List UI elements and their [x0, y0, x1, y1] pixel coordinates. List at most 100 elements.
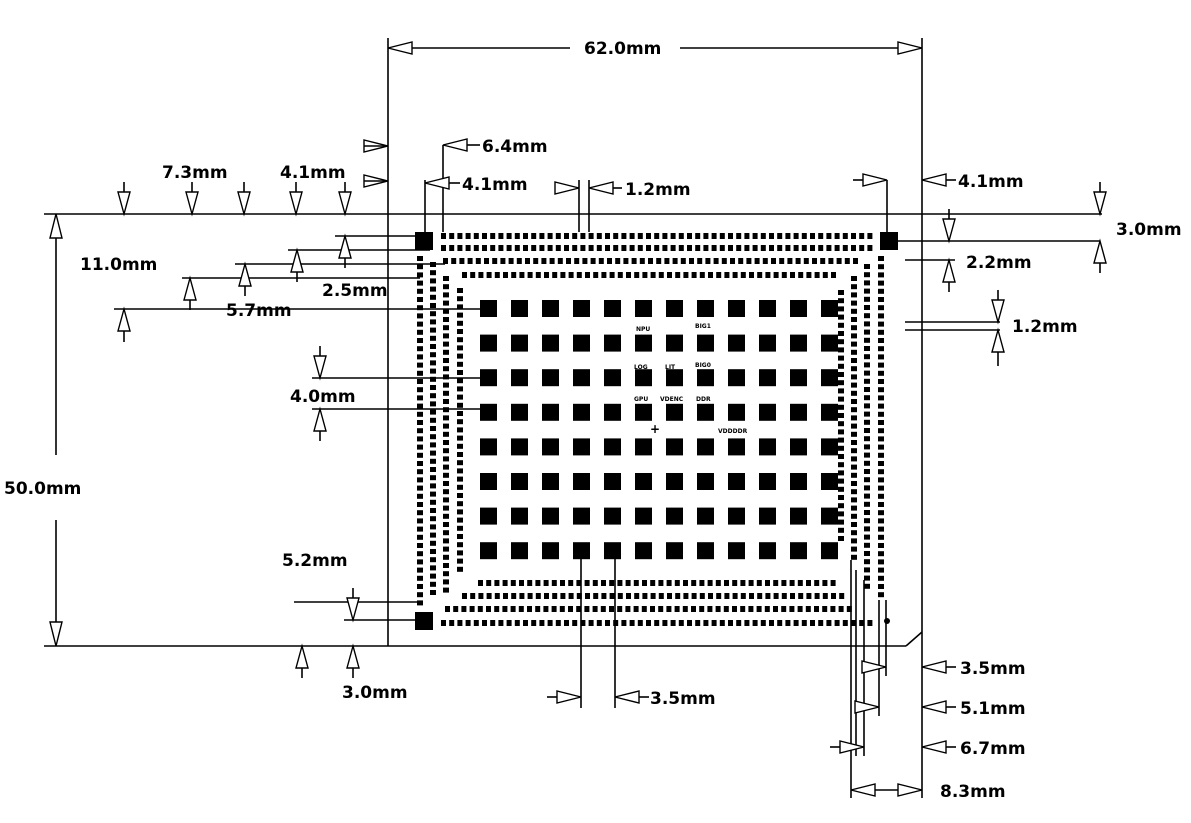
- perimeter-pad: [826, 245, 832, 251]
- inner-pad: [759, 334, 776, 352]
- pad-label-npu: NPU: [636, 326, 650, 333]
- perimeter-pad: [801, 245, 807, 251]
- perimeter-pad: [864, 510, 870, 515]
- perimeter-pad: [721, 258, 727, 264]
- perimeter-pad: [864, 305, 870, 310]
- perimeter-pad: [838, 290, 844, 295]
- perimeter-pad: [728, 620, 733, 626]
- perimeter-pad: [864, 583, 870, 589]
- inner-pad: [542, 542, 559, 560]
- perimeter-pad: [443, 456, 449, 462]
- dim-4-0: 4.0mm: [290, 387, 356, 407]
- inner-pad: [573, 542, 590, 560]
- perimeter-pad: [650, 593, 656, 599]
- perimeter-pad: [878, 346, 884, 352]
- perimeter-pad: [878, 379, 884, 384]
- perimeter-pad: [492, 258, 498, 264]
- perimeter-pad: [457, 509, 463, 515]
- perimeter-pad: [678, 245, 684, 251]
- perimeter-pad: [851, 325, 857, 331]
- perimeter-pad: [864, 444, 870, 450]
- dim-5-7: 5.7mm: [226, 301, 292, 321]
- perimeter-pad: [502, 606, 508, 612]
- perimeter-pad: [457, 378, 463, 384]
- perimeter-pad: [851, 423, 857, 429]
- perimeter-pad: [730, 258, 735, 264]
- perimeter-pad: [457, 329, 463, 334]
- perimeter-pad: [555, 620, 561, 626]
- perimeter-pad: [851, 399, 857, 404]
- dim-7-3: 7.3mm: [162, 163, 228, 183]
- perimeter-pad: [662, 245, 668, 251]
- inner-pad: [511, 438, 528, 456]
- perimeter-pad: [838, 396, 844, 402]
- perimeter-pad: [417, 526, 423, 532]
- inner-pad: [604, 300, 621, 317]
- perimeter-pad: [443, 258, 448, 264]
- perimeter-pad: [838, 314, 844, 320]
- perimeter-pad: [625, 606, 631, 612]
- perimeter-pad: [430, 573, 436, 579]
- inner-pad: [573, 473, 590, 490]
- perimeter-pad: [878, 362, 884, 368]
- perimeter-pad: [838, 445, 844, 451]
- perimeter-pad: [523, 620, 528, 626]
- perimeter-pad: [609, 272, 615, 278]
- perimeter-pad: [572, 245, 578, 251]
- perimeter-pad: [851, 233, 856, 239]
- perimeter-pad: [878, 370, 884, 376]
- perimeter-pad: [531, 245, 537, 251]
- perimeter-pad: [417, 313, 423, 319]
- inner-pad: [666, 334, 683, 352]
- perimeter-pad: [514, 233, 520, 239]
- perimeter-pad: [859, 245, 865, 251]
- perimeter-pad: [878, 280, 884, 286]
- perimeter-pad: [502, 580, 508, 586]
- dim-8-3: 8.3mm: [940, 782, 1006, 802]
- perimeter-pad: [760, 245, 766, 251]
- perimeter-pad: [699, 593, 705, 599]
- perimeter-pad: [617, 606, 623, 612]
- perimeter-pad: [820, 258, 826, 264]
- dim-width-62: 62.0mm: [584, 39, 661, 59]
- perimeter-pad: [417, 543, 423, 548]
- perimeter-pad: [547, 620, 553, 626]
- perimeter-pad: [695, 245, 701, 251]
- perimeter-pad: [703, 233, 709, 239]
- perimeter-pad: [601, 593, 607, 599]
- perimeter-pad: [864, 370, 870, 376]
- perimeter-pad: [864, 337, 870, 343]
- perimeter-pad: [443, 554, 449, 560]
- perimeter-pad: [462, 593, 467, 599]
- perimeter-pad: [793, 233, 799, 239]
- perimeter-pad: [831, 272, 836, 278]
- inner-pad: [542, 403, 559, 421]
- perimeter-pad: [687, 620, 692, 626]
- perimeter-pad: [443, 497, 449, 503]
- perimeter-pad: [623, 258, 629, 264]
- perimeter-pad: [621, 620, 627, 626]
- perimeter-pad: [535, 606, 541, 612]
- perimeter-pad: [430, 483, 436, 489]
- perimeter-pad: [449, 245, 455, 251]
- perimeter-pad: [793, 620, 799, 626]
- perimeter-pad: [490, 620, 496, 626]
- inner-pad: [790, 369, 807, 387]
- perimeter-pad: [851, 497, 857, 503]
- pad-label-ddr: DDR: [696, 396, 711, 403]
- perimeter-pad: [859, 233, 865, 239]
- perimeter-pad: [585, 272, 590, 278]
- perimeter-pad: [511, 593, 517, 599]
- perimeter-pad: [878, 395, 884, 401]
- perimeter-pad: [506, 620, 512, 626]
- perimeter-pad: [769, 245, 774, 251]
- perimeter-pad: [708, 272, 713, 278]
- inner-pad: [821, 369, 838, 387]
- perimeter-pad: [878, 485, 884, 491]
- perimeter-pad: [457, 443, 463, 449]
- perimeter-pad: [457, 525, 463, 531]
- perimeter-pad: [711, 245, 717, 251]
- perimeter-pad: [760, 233, 766, 239]
- perimeter-pad: [781, 580, 787, 586]
- perimeter-pad: [838, 429, 844, 435]
